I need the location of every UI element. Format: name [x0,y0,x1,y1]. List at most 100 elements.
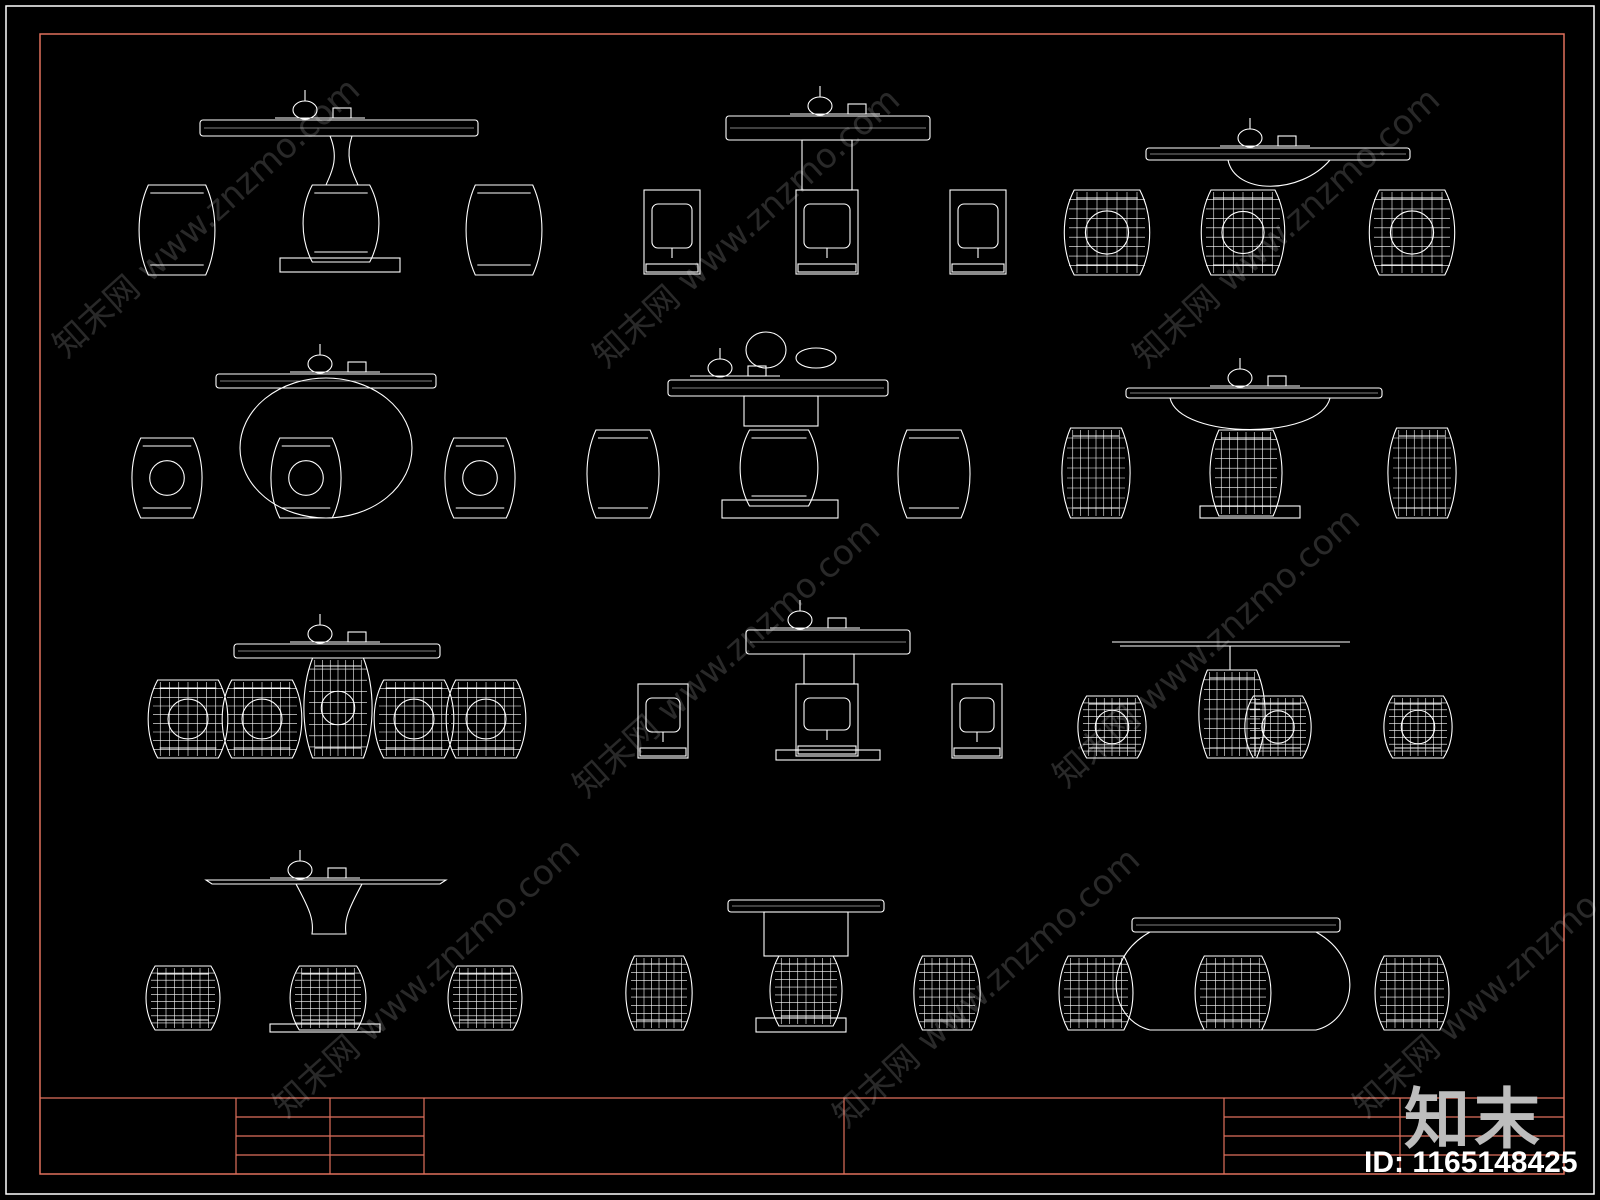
stool-opening [465,698,507,740]
drum-stool [289,965,367,1031]
tea-set-4 [131,344,516,519]
square-stool [637,683,689,759]
drum-stool [739,429,819,507]
drum-stool [1244,695,1312,759]
stool-base [953,747,1001,757]
tea-cup [347,631,367,643]
furniture-elevations [131,86,1457,1033]
stool-base [951,263,1005,273]
square-stool [795,683,859,757]
table-bowl [1227,159,1331,187]
table-base [721,499,839,519]
drum-stool [1374,955,1450,1031]
table-top [1131,917,1341,933]
brand-logo: 知末 [1404,1081,1544,1158]
drum-stool [1383,695,1453,759]
table-column [743,395,819,427]
tea-cup [847,103,867,115]
stool-opening [1084,210,1130,255]
drum-stool [145,965,221,1031]
drum-stool [1209,429,1283,517]
tea-cup [327,867,347,879]
teapot [707,358,733,378]
tea-cup [347,361,367,373]
drum-stool [444,437,516,519]
stool-base [797,263,857,273]
teapot [287,860,313,880]
stool-opening [1221,210,1265,255]
stool-opening [241,698,283,740]
drum-stool [1368,189,1456,276]
tea-cup [332,107,352,119]
teapot [292,100,318,120]
table-top [215,373,437,389]
table-column [763,911,849,957]
drum-stool [586,429,660,519]
stool-base [639,747,687,757]
table-pedestal [325,135,359,186]
tea-set-3 [1063,118,1456,276]
drum-stool [445,679,527,759]
tea-set-12 [1058,917,1450,1031]
drum-stool [625,955,693,1031]
drum-stool [1200,189,1286,276]
drum-stool [302,184,380,263]
drum-stool [1063,189,1151,276]
title-block [40,1097,1564,1174]
table-column [801,139,853,191]
tea-set-8 [637,600,1003,761]
drum-stool [447,965,523,1031]
stool-panel [645,697,681,733]
stool-opening [149,460,185,496]
tea-cup [1267,375,1287,387]
tea-set-11 [625,899,981,1033]
bowl [795,347,837,369]
stool-opening [288,460,324,496]
stool-opening [1389,210,1435,255]
tea-set-2 [643,86,1007,275]
square-stool [949,189,1007,275]
drum-stool [138,184,216,276]
teapot [807,96,833,116]
teapot [307,624,333,644]
stool-opening [1400,709,1436,745]
tea-cup [827,617,847,629]
drum-stool [221,679,303,759]
table-bowl [1169,397,1331,431]
table-base [1199,505,1301,519]
table-top [204,879,448,885]
tea-set-9 [1077,641,1453,759]
square-stool [643,189,701,275]
drum-stool [1077,695,1147,759]
stool-opening [320,690,356,726]
tea-set-10 [145,850,523,1033]
drum-stool [1058,955,1134,1031]
stool-panel [803,203,851,249]
table-base [755,1017,847,1033]
tea-cup [1277,135,1297,147]
drum-stool [1061,427,1131,519]
stool-panel [957,203,999,249]
stool-opening [1261,710,1295,744]
tea-set-6 [1061,358,1457,519]
stool-opening [167,698,209,740]
table-base [279,257,401,273]
tea-set-5 [586,331,971,519]
table-base [269,1023,381,1033]
stool-base [645,263,699,273]
teapot [787,610,813,630]
teapot [307,354,333,374]
stool-panel [651,203,693,249]
stool-panel [959,697,995,733]
drum-stool [270,437,342,519]
table-pedestal [295,883,363,935]
image-id-label: ID: 1165148425 [1364,1146,1578,1179]
teapot [1227,368,1253,388]
square-stool [951,683,1003,759]
tea-set-7 [147,614,527,759]
inner-frame [39,33,1565,1175]
table-column [803,653,855,685]
table-top [1145,147,1411,161]
table-base-ring [239,377,413,519]
